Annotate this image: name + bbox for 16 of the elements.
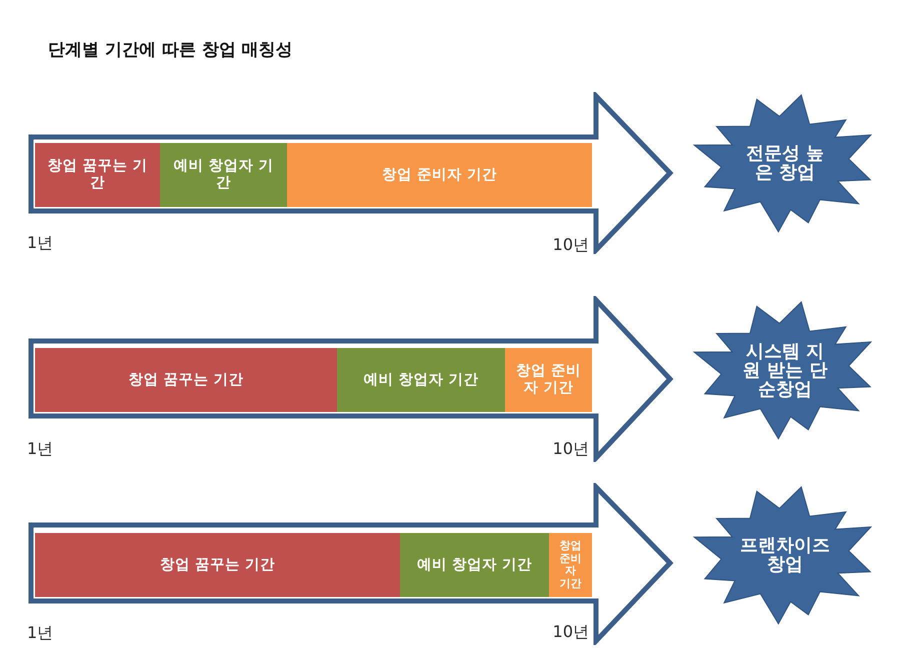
period-segment: 창업 꿈꾸는 기간 xyxy=(35,533,400,597)
title: 단계별 기간에 따른 창업 매칭성 xyxy=(48,39,293,61)
period-segment: 예비 창업자 기간 xyxy=(400,533,549,597)
year-label: 1년 xyxy=(27,624,54,642)
year-label: 10년 xyxy=(552,623,589,641)
period-segment: 창업 꿈꾸는 기간 xyxy=(35,348,337,412)
period-segment: 예비 창업자 기간 xyxy=(337,348,505,412)
period-segment: 창업 준비자 기간 xyxy=(549,533,592,597)
year-label: 1년 xyxy=(27,234,54,252)
period-segment: 창업 준비자 기간 xyxy=(505,348,592,412)
year-label: 1년 xyxy=(27,440,54,458)
period-segment: 예비 창업자 기간 xyxy=(160,143,287,207)
period-segment: 창업 준비자 기간 xyxy=(287,143,592,207)
year-label: 10년 xyxy=(552,440,589,458)
period-segment: 창업 꿈꾸는 기간 xyxy=(35,143,160,207)
year-label: 10년 xyxy=(552,236,589,254)
